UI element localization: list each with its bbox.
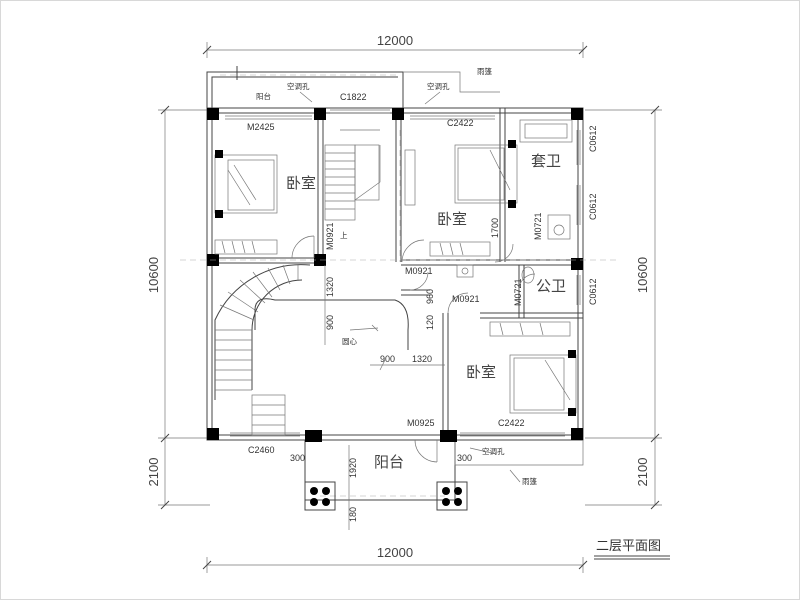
column (207, 108, 219, 120)
right-main-dim: 10600 (635, 257, 650, 293)
left-main-dim: 10600 (146, 257, 161, 293)
left-dimension: 10600 2100 (146, 105, 210, 510)
balcony-planters (304, 481, 468, 511)
dim-180: 180 (348, 507, 358, 522)
column (440, 430, 457, 442)
staircase-curved (214, 264, 409, 436)
column (571, 258, 583, 270)
dim-1920: 1920 (348, 458, 358, 478)
bottom-total-dim: 12000 (377, 545, 413, 560)
top-total-dim: 12000 (377, 33, 413, 48)
door-swings (291, 235, 536, 463)
bottom-dimension: 12000 (202, 545, 588, 573)
room-label-balcony: 阳台 (374, 453, 404, 471)
code-c2422-ne: C2422 (447, 118, 474, 128)
dim-1320-a: 1320 (325, 277, 335, 297)
left-balcony-dim: 2100 (146, 458, 161, 487)
bed-nw (214, 150, 278, 218)
dim-900-a: 900 (325, 315, 335, 330)
column (392, 108, 404, 120)
wardrobes (214, 149, 571, 337)
dim-300-b: 300 (457, 453, 472, 463)
dim-1320-b: 1320 (412, 354, 432, 364)
structural-columns (207, 108, 583, 442)
room-label-bedroom-ne: 卧室 (437, 210, 467, 228)
room-labels: 卧室 卧室 卧室 套卫 公卫 阳台 (286, 152, 566, 471)
dim-300-a: 300 (290, 453, 305, 463)
code-c2422-se: C2422 (498, 418, 525, 428)
room-label-public-bath: 公卫 (536, 277, 566, 295)
code-m0921-b: M0921 (405, 266, 433, 276)
code-m0925: M0925 (407, 418, 435, 428)
code-c2460: C2460 (248, 445, 275, 455)
code-c0612-c: C0612 (588, 278, 598, 305)
column (571, 108, 583, 120)
label-canopy-north: 雨篷 (477, 66, 492, 76)
interior-walls (212, 107, 583, 435)
opening-codes: C1822 M2425 C2422 C0612 C0612 C0612 M072… (247, 92, 598, 455)
annotations: 阳台 空调孔 空调孔 雨篷 空调孔 雨篷 圆心 上 (256, 66, 537, 486)
bed-se (509, 350, 577, 416)
room-label-bedroom-nw: 卧室 (286, 174, 316, 192)
right-balcony-dim: 2100 (635, 458, 650, 487)
bed-ne (454, 140, 518, 208)
label-ac-hole-2: 空调孔 (427, 81, 450, 91)
code-c0612-b: C0612 (588, 193, 598, 220)
code-m0921-c: M0921 (452, 294, 480, 304)
dim-120: 120 (425, 315, 435, 330)
label-ac-hole-1: 空调孔 (287, 81, 310, 91)
label-circle-center: 圆心 (342, 337, 357, 346)
dim-1700: 1700 (490, 218, 500, 238)
inner-dimensions: 1320 900 900 1320 960 120 1700 300 300 1… (290, 218, 500, 530)
drawing-title-text: 二层平面图 (596, 539, 661, 554)
code-m2425: M2425 (247, 122, 275, 132)
label-stair-up: 上 (340, 231, 348, 240)
code-m0721-b: M0721 (513, 278, 523, 306)
column (207, 428, 219, 440)
label-canopy-south: 雨篷 (522, 476, 537, 486)
room-label-bedroom-se: 卧室 (466, 363, 496, 381)
right-dimension: 10600 2100 (585, 105, 662, 510)
column (314, 108, 326, 120)
windows (225, 109, 581, 437)
dim-960: 960 (425, 289, 435, 304)
bath-fixtures (456, 119, 573, 284)
code-m0921-a: M0921 (325, 222, 335, 250)
staircase-straight (324, 129, 381, 221)
room-label-ensuite: 套卫 (531, 152, 561, 170)
column (571, 428, 583, 440)
label-balcony-north: 阳台 (256, 91, 271, 101)
top-dimension: 12000 (202, 33, 588, 58)
label-ac-hole-3: 空调孔 (482, 446, 505, 456)
code-m0721-a: M0721 (533, 212, 543, 240)
drawing-title: 二层平面图 (594, 539, 670, 560)
code-c1822: C1822 (340, 92, 367, 102)
code-c0612-a: C0612 (588, 125, 598, 152)
column (305, 430, 322, 442)
dim-900-b: 900 (380, 354, 395, 364)
